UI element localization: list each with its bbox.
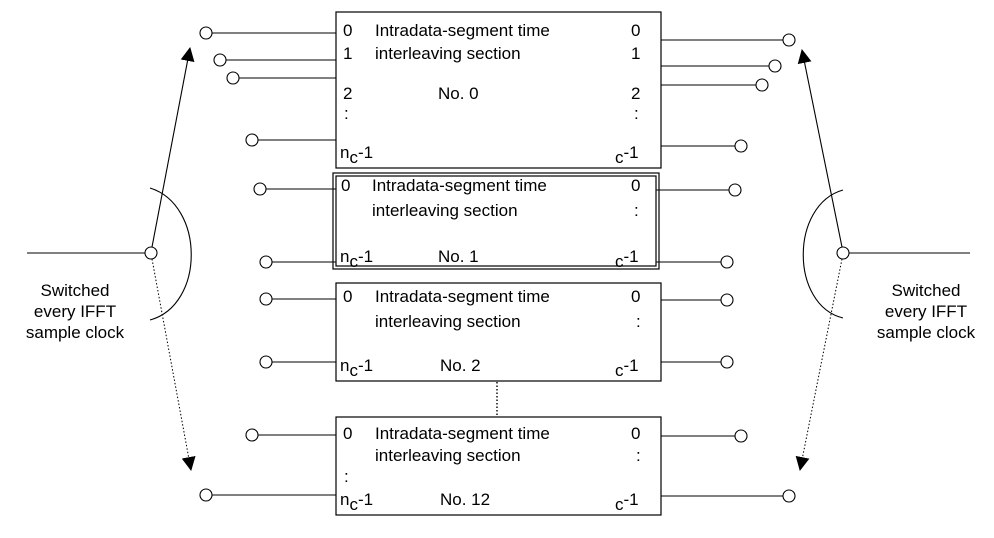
block-0-left-ellipsis: : [344, 104, 349, 123]
block-0-left-index-2: 2 [343, 84, 352, 103]
left-terminal-6 [259, 292, 273, 306]
block-2-right-ellipsis: : [636, 312, 641, 331]
left-terminal-9 [199, 488, 213, 502]
block-1-box-inner [335, 175, 657, 267]
right-switch-label-line3: sample clock [877, 323, 976, 342]
block-0-last-left: nc-1 [340, 143, 373, 167]
block-2-title-line2: interleaving section [375, 312, 521, 331]
block-0-right-index-2: 2 [631, 84, 640, 103]
right-terminal-1 [768, 59, 782, 73]
block-2-number: No. 2 [440, 356, 481, 375]
block-1: 0 Intradata-segment time 0 interleaving … [332, 172, 660, 271]
left-terminal-2 [226, 71, 240, 85]
block-0-right-ellipsis: : [634, 104, 639, 123]
block-2-box [335, 282, 662, 382]
left-terminal-7 [259, 355, 273, 369]
block-0-right-index-1: 1 [631, 44, 640, 63]
left-terminal-4 [253, 182, 267, 196]
right-terminal-8 [734, 429, 748, 443]
left-switch-label-line3: sample clock [26, 323, 125, 342]
right-terminal-7 [720, 355, 734, 369]
block-2-last-left: nc-1 [340, 356, 373, 380]
left-switch-arm-up-arrow [151, 47, 195, 248]
left-switch-label-line1: Switched [41, 281, 110, 300]
block-0: 0 Intradata-segment time 0 1 interleavin… [335, 11, 662, 169]
block-0-title-line1: Intradata-segment time [375, 21, 550, 40]
left-terminal-3 [245, 133, 259, 147]
block-12-box [335, 416, 662, 516]
block-2-right-index-0: 0 [631, 287, 640, 306]
right-terminal-3 [734, 139, 748, 153]
right-terminal-4 [728, 183, 742, 197]
right-terminals [656, 33, 796, 503]
block-12-right-index-0: 0 [631, 424, 640, 443]
left-terminal-0 [199, 26, 213, 40]
block-2-left-index-0: 0 [343, 287, 352, 306]
left-terminal-5 [259, 255, 273, 269]
right-terminal-2 [755, 78, 769, 92]
block-2-title-line1: Intradata-segment time [375, 287, 550, 306]
block-1-left-index-0: 0 [341, 176, 350, 195]
block-1-title-line2: interleaving section [372, 201, 518, 220]
right-terminal-9 [782, 489, 796, 503]
right-switch-sweep-arc [802, 189, 844, 319]
block-0-left-index-1: 1 [343, 44, 352, 63]
block-12-right-ellipsis: : [636, 446, 641, 465]
right-switch-arm-up-arrow [797, 49, 843, 248]
block-12: 0 Intradata-segment time 0 interleaving … [335, 416, 662, 516]
block-12-left-index-0: 0 [343, 424, 352, 443]
right-switch-pivot [836, 246, 850, 260]
block-1-right-ellipsis: : [634, 201, 639, 220]
left-switch-label-line2: every IFFT [34, 302, 116, 321]
block-2: 0 Intradata-segment time 0 interleaving … [335, 282, 662, 382]
block-1-title-line1: Intradata-segment time [372, 176, 547, 195]
block-0-last-right: c-1 [615, 143, 639, 167]
block-1-right-index-0: 0 [631, 176, 640, 195]
block-1-last-left: nc-1 [340, 247, 373, 271]
block-12-number: No. 12 [440, 490, 490, 509]
block-0-number: No. 0 [438, 84, 479, 103]
block-12-left-ellipsis: : [344, 467, 349, 486]
right-terminal-0 [782, 33, 796, 47]
block-12-last-left: nc-1 [340, 490, 373, 514]
right-switch-arm-down-dotted-arrow [795, 258, 843, 471]
right-switch-label-line1: Switched [892, 281, 961, 300]
block-0-box [335, 11, 662, 169]
block-1-number: No. 1 [438, 247, 479, 266]
block-0-right-index-0: 0 [631, 21, 640, 40]
left-switch-sweep-arc [149, 187, 192, 321]
block-12-last-right: c-1 [615, 490, 639, 514]
block-12-title-line2: interleaving section [375, 446, 521, 465]
left-switch-arm-down-dotted-arrow [151, 258, 196, 471]
left-switch-pivot [144, 246, 158, 260]
block-0-title-line2: interleaving section [375, 44, 521, 63]
right-switch-label-line2: every IFFT [885, 302, 967, 321]
left-switch: Switched every IFFT sample clock [26, 47, 196, 471]
right-terminal-5 [720, 255, 734, 269]
left-terminals [199, 26, 336, 502]
right-terminal-6 [720, 293, 734, 307]
block-0-left-index-0: 0 [343, 21, 352, 40]
left-terminal-8 [245, 428, 259, 442]
block-2-last-right: c-1 [615, 356, 639, 380]
block-1-last-right: c-1 [615, 247, 639, 271]
right-switch: Switched every IFFT sample clock [795, 49, 976, 471]
block-12-title-line1: Intradata-segment time [375, 424, 550, 443]
left-terminal-1 [213, 53, 227, 67]
